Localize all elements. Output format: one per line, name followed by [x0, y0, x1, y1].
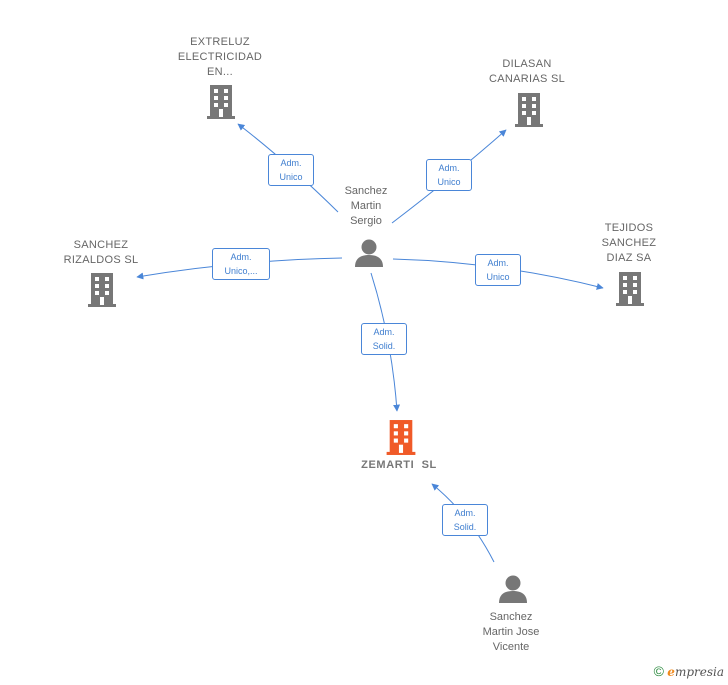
- company-label-zemarti[interactable]: ZEMARTI SL: [361, 459, 437, 471]
- role-badge-zemarti-sergio[interactable]: Adm. Solid.: [361, 323, 407, 355]
- role-badge-rizaldos[interactable]: Adm. Unico,...: [212, 248, 270, 280]
- company-label-tejidos[interactable]: TEJIDOS SANCHEZ DIAZ SA: [601, 222, 657, 264]
- brand-mark: e: [667, 665, 675, 679]
- role-badge-zemarti-jose[interactable]: Adm. Solid.: [442, 504, 488, 536]
- building-icon[interactable]: [87, 272, 117, 308]
- building-icon[interactable]: [514, 92, 544, 128]
- company-label-dilasan[interactable]: DILASAN CANARIAS SL: [488, 58, 566, 85]
- brand-logo[interactable]: © empresia: [654, 663, 724, 679]
- copyright-icon: ©: [653, 663, 664, 679]
- person-icon[interactable]: [497, 574, 529, 604]
- building-icon[interactable]: [615, 271, 645, 307]
- role-badge-dilasan[interactable]: Adm. Unico: [426, 159, 472, 191]
- role-badge-tejidos[interactable]: Adm. Unico: [475, 254, 521, 286]
- person-icon[interactable]: [353, 238, 385, 268]
- person-label-jose[interactable]: Sanchez Martin Jose Vicente: [482, 611, 540, 653]
- company-label-rizaldos[interactable]: SANCHEZ RIZALDOS SL: [63, 239, 139, 266]
- brand-name: mpresia: [674, 665, 724, 679]
- building-icon[interactable]: [385, 419, 417, 456]
- company-label-extreluz[interactable]: EXTRELUZ ELECTRICIDAD EN...: [177, 36, 263, 78]
- building-icon[interactable]: [206, 84, 236, 120]
- person-label-sergio[interactable]: Sanchez Martin Sergio: [344, 185, 388, 227]
- role-badge-extreluz[interactable]: Adm. Unico: [268, 154, 314, 186]
